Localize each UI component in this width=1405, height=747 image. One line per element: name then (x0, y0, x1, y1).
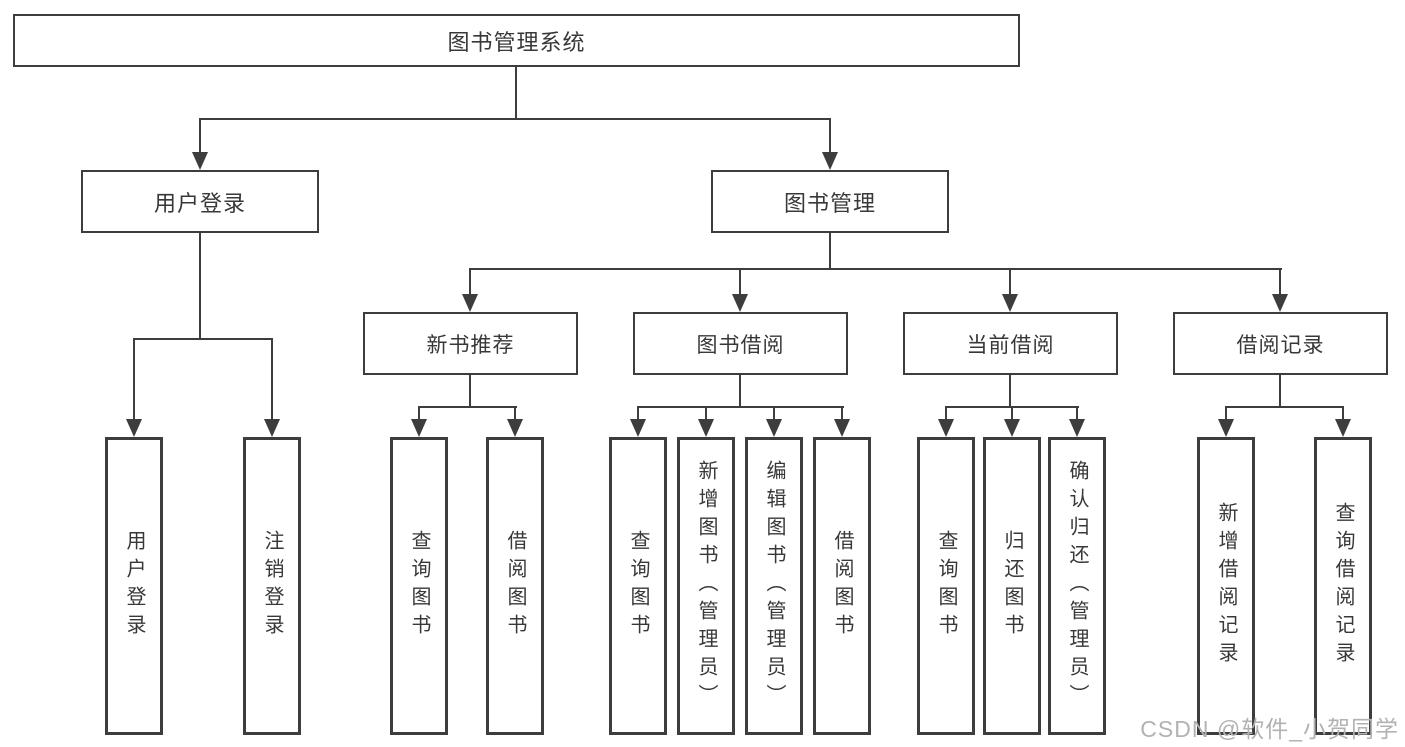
connector-line (1009, 268, 1011, 296)
node-current-borrow: 当前借阅 (903, 312, 1118, 375)
connector-line (1279, 375, 1281, 408)
node-user-login: 用户登录 (81, 170, 319, 233)
leaf-query-book-borrow: 查询图书 (609, 437, 667, 735)
leaf-label: 用户登录 (123, 530, 145, 642)
leaf-confirm-return-admin: 确认归还（管理员） (1048, 437, 1106, 735)
connector-line (1009, 375, 1011, 408)
leaf-add-borrow-record: 新增借阅记录 (1197, 437, 1255, 735)
arrowhead-icon (938, 419, 954, 437)
leaf-label: 归还图书 (1001, 530, 1023, 642)
connector-line (271, 338, 273, 420)
connector-line (469, 268, 471, 296)
leaf-label: 借阅图书 (504, 530, 526, 642)
leaf-label: 确认归还（管理员） (1066, 460, 1088, 712)
leaf-label: 借阅图书 (831, 530, 853, 642)
arrowhead-icon (1004, 419, 1020, 437)
arrowhead-icon (507, 419, 523, 437)
connector-line (199, 233, 201, 339)
node-new-book-recommend: 新书推荐 (363, 312, 578, 375)
connector-line (469, 375, 471, 408)
leaf-return-book: 归还图书 (983, 437, 1041, 735)
connector-line (515, 67, 517, 119)
arrowhead-icon (1272, 294, 1288, 312)
leaf-label: 新增借阅记录 (1215, 502, 1237, 670)
connector-line (133, 338, 135, 420)
connector-line (945, 406, 947, 421)
arrowhead-icon (1069, 419, 1085, 437)
leaf-label: 查询图书 (935, 530, 957, 642)
connector-line (1279, 268, 1281, 296)
watermark: CSDN @软件_小贺同学 (1140, 716, 1399, 742)
connector-line (418, 406, 517, 408)
node-book-borrow: 图书借阅 (633, 312, 848, 375)
connector-line (1011, 406, 1013, 421)
leaf-borrow-book-recommend: 借阅图书 (486, 437, 544, 735)
leaf-logout: 注销登录 (243, 437, 301, 735)
connector-line (637, 406, 844, 408)
connector-line (1225, 406, 1227, 421)
arrowhead-icon (1335, 419, 1351, 437)
arrowhead-icon (1218, 419, 1234, 437)
leaf-label: 查询图书 (627, 530, 649, 642)
arrowhead-icon (462, 294, 478, 312)
leaf-edit-book-admin: 编辑图书（管理员） (745, 437, 803, 735)
arrowhead-icon (126, 419, 142, 437)
connector-line (469, 268, 1282, 270)
connector-line (739, 268, 741, 296)
leaf-add-book-admin: 新增图书（管理员） (677, 437, 735, 735)
leaf-label: 新增图书（管理员） (695, 460, 717, 712)
node-library-system: 图书管理系统 (13, 14, 1020, 67)
arrowhead-icon (411, 419, 427, 437)
connector-line (1342, 406, 1344, 421)
arrowhead-icon (732, 294, 748, 312)
leaf-borrow-book: 借阅图书 (813, 437, 871, 735)
arrowhead-icon (822, 152, 838, 170)
connector-line (514, 406, 516, 421)
leaf-label: 查询借阅记录 (1332, 502, 1354, 670)
arrowhead-icon (698, 419, 714, 437)
connector-line (199, 118, 201, 154)
leaf-query-borrow-record: 查询借阅记录 (1314, 437, 1372, 735)
connector-line (637, 406, 639, 421)
connector-line (841, 406, 843, 421)
leaf-label: 查询图书 (408, 530, 430, 642)
connector-line (739, 375, 741, 408)
leaf-user-login: 用户登录 (105, 437, 163, 735)
connector-line (829, 233, 831, 270)
arrowhead-icon (834, 419, 850, 437)
arrowhead-icon (1002, 294, 1018, 312)
node-borrow-record: 借阅记录 (1173, 312, 1388, 375)
connector-line (418, 406, 420, 421)
connector-line (705, 406, 707, 421)
leaf-query-book-recommend: 查询图书 (390, 437, 448, 735)
connector-line (1225, 406, 1344, 408)
arrowhead-icon (264, 419, 280, 437)
leaf-label: 注销登录 (261, 530, 283, 642)
connector-line (773, 406, 775, 421)
arrowhead-icon (630, 419, 646, 437)
node-book-management: 图书管理 (711, 170, 949, 233)
connector-line (133, 338, 273, 340)
connector-line (1076, 406, 1078, 421)
arrowhead-icon (766, 419, 782, 437)
arrowhead-icon (192, 152, 208, 170)
connector-line (829, 118, 831, 154)
connector-line (199, 118, 831, 120)
leaf-query-book-current: 查询图书 (917, 437, 975, 735)
leaf-label: 编辑图书（管理员） (763, 460, 785, 712)
